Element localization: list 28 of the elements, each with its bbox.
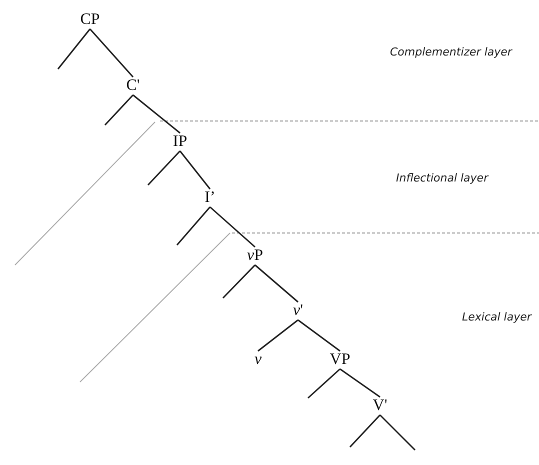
tree-branch	[254, 264, 298, 303]
node-label: vP	[246, 247, 264, 265]
layer-label: Inflectional layer	[396, 172, 488, 184]
node-label: V'	[372, 397, 388, 415]
tree-branch	[89, 28, 134, 78]
tree-branch	[222, 264, 256, 299]
node-label: VP	[328, 351, 352, 369]
node-label: I’	[204, 189, 216, 207]
node-label: v'	[292, 302, 304, 320]
tree-branch	[340, 368, 380, 398]
tree-branch	[147, 150, 181, 186]
node-label: CP	[79, 11, 101, 29]
tree-branch	[210, 206, 256, 248]
tree-branch	[179, 150, 211, 190]
tree-branch	[57, 28, 91, 70]
tree-branch	[308, 368, 340, 399]
tree-branch	[132, 94, 180, 134]
tree-branch	[104, 94, 134, 126]
tree-branch	[349, 414, 381, 448]
node-label: IP	[172, 133, 188, 151]
tree-branch	[176, 206, 211, 246]
node-label: C'	[125, 77, 141, 95]
tree-branch	[298, 319, 340, 352]
tree-branch	[379, 414, 416, 451]
layer-label: Lexical layer	[462, 310, 532, 324]
tree-branch	[258, 319, 298, 352]
node-label: v	[253, 351, 263, 369]
layer-label: Complementizer layer	[390, 46, 512, 58]
